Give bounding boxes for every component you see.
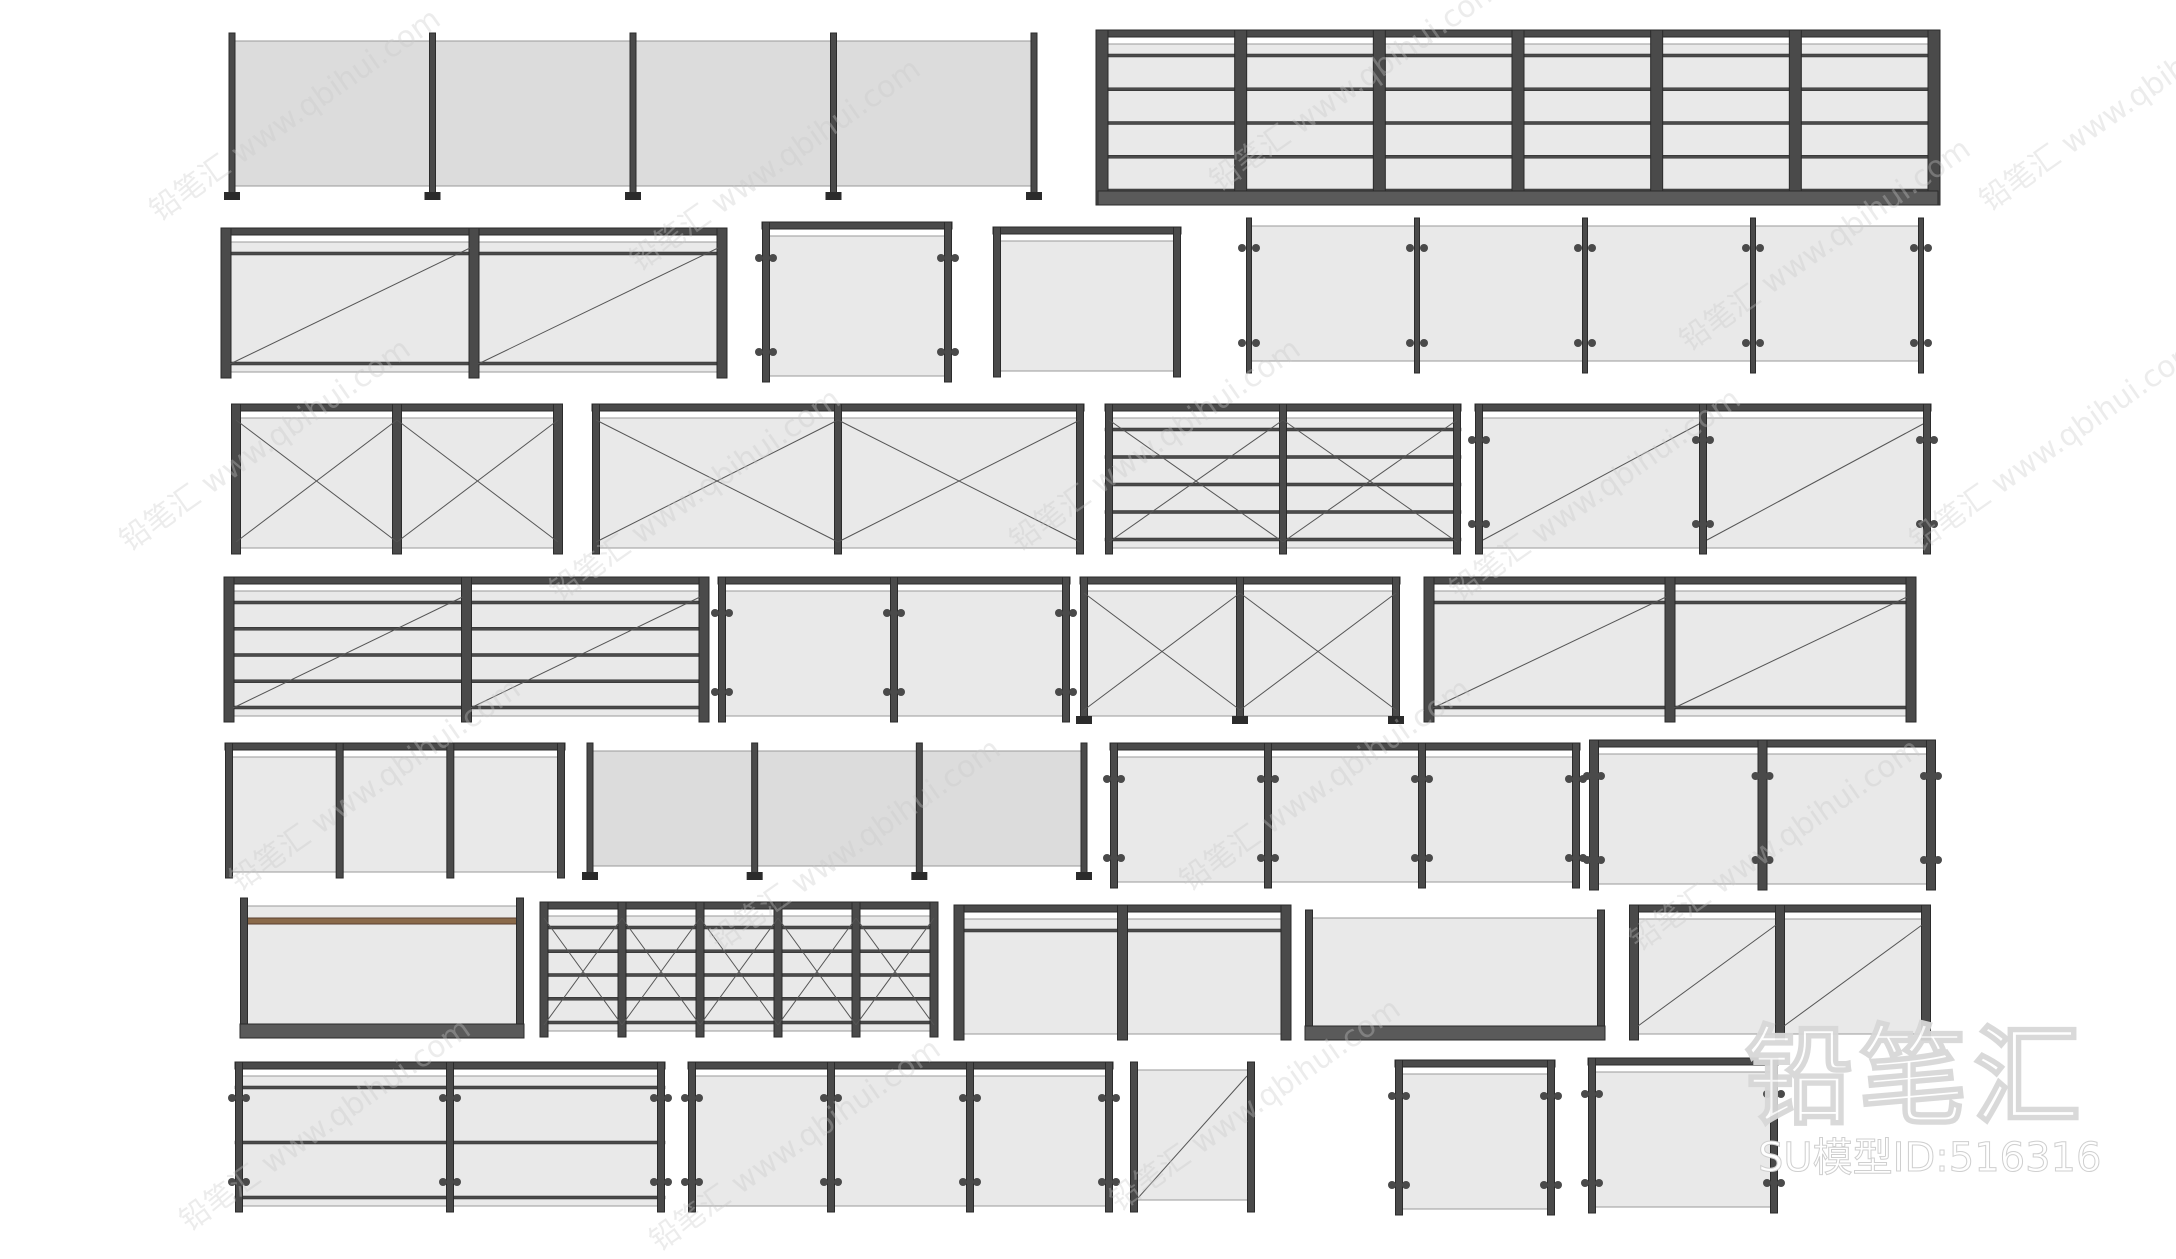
railing-2: [1095, 29, 1941, 206]
railing-7: [231, 403, 563, 555]
railing-15: [224, 742, 566, 879]
watermark-logo: 铅笔汇: [1744, 1014, 2088, 1141]
railing-9: [1104, 403, 1462, 555]
railing-1: [224, 32, 1042, 200]
railing-14: [1423, 576, 1917, 723]
railing-16: [582, 742, 1092, 880]
watermark-model-id: SU模型ID:516316: [1757, 1135, 2102, 1182]
railing-27: [1388, 1059, 1562, 1216]
railing-8: [591, 403, 1085, 555]
railing-23: [1629, 904, 1931, 1041]
railing-4: [755, 221, 959, 383]
railing-17: [1103, 742, 1587, 889]
railing-25: [681, 1061, 1120, 1213]
railing-10: [1468, 403, 1938, 555]
railing-21: [953, 904, 1292, 1041]
railing-18: [1583, 739, 1942, 891]
railing-5: [992, 226, 1182, 378]
railing-24: [228, 1061, 672, 1213]
railing-20: [539, 901, 939, 1038]
railing-13: [1076, 576, 1404, 724]
railing-26: [1130, 1061, 1255, 1213]
railing-19: [239, 897, 525, 1039]
railing-6: [1238, 217, 1932, 374]
railing-28: [1581, 1057, 1785, 1214]
railing-12: [711, 576, 1077, 723]
railing-drawings: [220, 29, 1942, 1216]
railing-22: [1304, 909, 1606, 1041]
railing-11: [223, 576, 710, 723]
railing-3: [220, 227, 728, 379]
